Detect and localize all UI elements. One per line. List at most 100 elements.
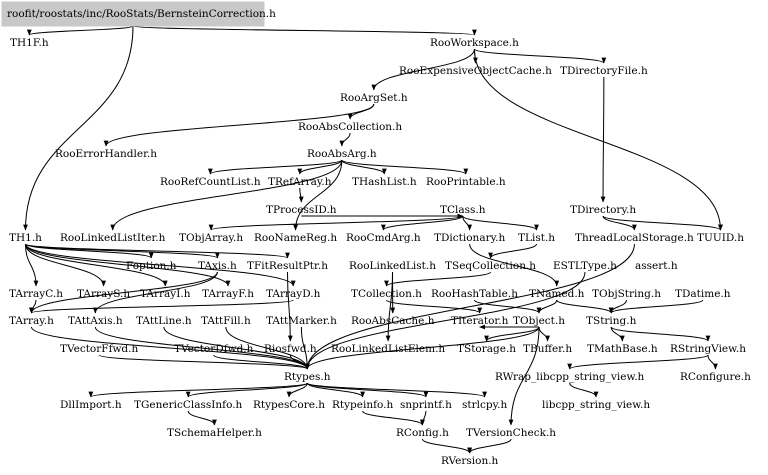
edge: [30, 326, 310, 370]
node-rconfig-h[interactable]: RConfig.h: [396, 427, 449, 439]
node-tobject-h[interactable]: TObject.h: [513, 315, 565, 327]
node-tarrayc-h[interactable]: TArrayC.h: [9, 288, 63, 300]
node-tlist-h[interactable]: TList.h: [518, 232, 555, 244]
edge: [306, 382, 365, 398]
node-tarray-h[interactable]: TArray.h: [9, 315, 54, 327]
node-thashlist-h[interactable]: THashList.h: [352, 176, 417, 188]
node-tarrayf-h[interactable]: TArrayF.h: [202, 288, 254, 300]
edge: [707, 354, 718, 370]
node-tattline-h[interactable]: TAttLine.h: [136, 315, 192, 327]
node-estltype-h[interactable]: ESTLType.h: [553, 260, 617, 272]
edge: [304, 326, 540, 370]
node-titerator-h[interactable]: TIterator.h: [451, 315, 509, 327]
node-tdirectory-h[interactable]: TDirectory.h: [570, 204, 636, 216]
node-libcpp-string-view-h[interactable]: libcpp_string_view.h: [542, 399, 650, 411]
node-rversion-h[interactable]: RVersion.h: [441, 455, 499, 467]
node-strlcpy-h[interactable]: strlcpy.h: [462, 399, 507, 411]
node-trefarray-h[interactable]: TRefArray.h: [268, 176, 332, 188]
node-tarrayi-h[interactable]: TArrayI.h: [140, 288, 191, 300]
root-node-label: roofit/roostats/inc/RooStats/BernsteinCo…: [7, 8, 276, 20]
node-tmathbase-h[interactable]: TMathBase.h: [587, 343, 658, 355]
node-tuuid-h[interactable]: TUUID.h: [697, 232, 744, 244]
node-tobjarray-h[interactable]: TObjArray.h: [179, 232, 243, 244]
node-tobjstring-h[interactable]: TObjString.h: [592, 288, 661, 300]
node-tarrays-h[interactable]: TArrayS.h: [77, 288, 130, 300]
edge: [163, 326, 310, 370]
edge: [602, 215, 637, 231]
node-rtypescore-h[interactable]: RtypesCore.h: [253, 399, 325, 411]
node-tattfill-h[interactable]: TAttFill.h: [201, 315, 251, 327]
node-riosfwd-h[interactable]: Riosfwd.h: [264, 343, 317, 355]
edge: [29, 299, 294, 314]
edge: [304, 243, 635, 370]
edge: [24, 243, 106, 287]
node-tstorage-h[interactable]: TStorage.h: [457, 343, 516, 355]
node-rooerrorhandler-h[interactable]: RooErrorHandler.h: [55, 148, 157, 160]
node-tarrayd-h[interactable]: TArrayD.h: [266, 288, 321, 300]
node-snprintf-h[interactable]: snprintf.h: [400, 399, 452, 411]
node-th1-h[interactable]: TH1.h: [9, 232, 42, 244]
node-tnamed-h[interactable]: TNamed.h: [529, 288, 585, 300]
node-tclass-h[interactable]: TClass.h: [440, 204, 486, 216]
node-roohashtable-h[interactable]: RooHashTable.h: [431, 288, 518, 300]
node-tgenericclassinfo-h[interactable]: TGenericClassInfo.h: [134, 399, 243, 411]
edge: [473, 48, 723, 231]
node-tvectordfwd-h[interactable]: TVectorDfwd.h: [174, 343, 254, 355]
node-rstringview-h[interactable]: RStringView.h: [670, 343, 746, 355]
node-tversioncheck-h[interactable]: TVersionCheck.h: [466, 427, 556, 439]
node-rooexpensiveobjectcache-h[interactable]: RooExpensiveObjectCache.h: [399, 65, 552, 77]
node-rooargset-h[interactable]: RooArgSet.h: [340, 92, 408, 104]
edge: [384, 271, 492, 287]
node-roolinkedlistelem-h[interactable]: RooLinkedListElem.h: [331, 343, 445, 355]
node-rooprintable-h[interactable]: RooPrintable.h: [426, 176, 506, 188]
node-dllimport-h[interactable]: DllImport.h: [60, 399, 122, 411]
node-rooabscache-h[interactable]: RooAbsCache.h: [351, 315, 435, 327]
edge: [467, 438, 512, 454]
edge: [347, 103, 375, 120]
node-tattmarker-h[interactable]: TAttMarker.h: [266, 315, 337, 327]
edge: [469, 243, 560, 287]
node-tprocessid-h[interactable]: TProcessID.h: [266, 204, 337, 216]
node-roolinkedlist-h[interactable]: RooLinkedList.h: [349, 260, 436, 272]
node-rooworkspace-h[interactable]: RooWorkspace.h: [430, 37, 519, 49]
node-tschemahelper-h[interactable]: TSchemaHelper.h: [167, 427, 262, 439]
node-roorefcountlist-h[interactable]: RooRefCountList.h: [160, 176, 261, 188]
nodes: TH1F.h RooWorkspace.hRooExpensiveObjectCa…: [9, 37, 751, 467]
edge: [306, 382, 487, 398]
edge: [473, 299, 542, 314]
node-tvectorffwd-h[interactable]: TVectorFfwd.h: [60, 343, 138, 355]
node-tseqcollection-h[interactable]: TSeqCollection.h: [445, 260, 536, 272]
edge: [339, 132, 351, 147]
node-rooabsarg-h[interactable]: RooAbsArg.h: [307, 148, 377, 160]
node-tdirectoryfile-h[interactable]: TDirectoryFile.h: [560, 65, 648, 77]
edge: [304, 271, 586, 370]
node-tfitresultptr-h[interactable]: TFitResultPtr.h: [247, 260, 328, 272]
node-assert-h[interactable]: assert.h: [635, 260, 678, 272]
node-rconfigure-h[interactable]: RConfigure.h: [680, 371, 751, 383]
node-tbuffer-h[interactable]: TBuffer.h: [523, 343, 572, 355]
root-node[interactable]: roofit/roostats/inc/RooStats/BernsteinCo…: [1, 1, 276, 27]
edge: [297, 159, 343, 175]
node-foption-h[interactable]: Foption.h: [126, 260, 177, 272]
edge: [24, 243, 290, 259]
node-rtypeinfo-h[interactable]: Rtypeinfo.h: [332, 399, 393, 411]
edge: [462, 215, 473, 231]
node-rtypes-h[interactable]: Rtypes.h: [284, 371, 331, 383]
edge: [556, 299, 614, 314]
node-tattaxis-h[interactable]: TAttAxis.h: [68, 315, 123, 327]
node-threadlocalstorage-h[interactable]: ThreadLocalStorage.h: [575, 232, 694, 244]
node-roolinkedlistiter-h[interactable]: RooLinkedListIter.h: [60, 232, 166, 244]
node-tcollection-h[interactable]: TCollection.h: [351, 288, 422, 300]
node-tstring-h[interactable]: TString.h: [586, 315, 637, 327]
node-taxis-h[interactable]: TAxis.h: [198, 260, 237, 272]
node-tdictionary-h[interactable]: TDictionary.h: [434, 232, 505, 244]
node-th1f-h[interactable]: TH1F.h: [10, 37, 49, 49]
node-rooabscollection-h[interactable]: RooAbsCollection.h: [298, 121, 402, 133]
node-roocmdarg-h[interactable]: RooCmdArg.h: [346, 232, 421, 244]
edge: [567, 354, 709, 370]
edge: [385, 271, 393, 342]
node-rwrap-libcpp-string-view-h[interactable]: RWrap_libcpp_string_view.h: [495, 371, 645, 383]
node-roonamereg-h[interactable]: RooNameReg.h: [254, 232, 337, 244]
node-tdatime-h[interactable]: TDatime.h: [675, 288, 731, 300]
edge: [24, 243, 39, 287]
